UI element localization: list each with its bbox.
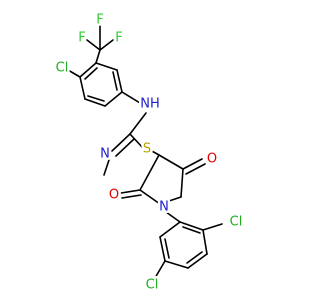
atom-f-top: F: [96, 13, 103, 28]
atom-o-upper: O: [207, 152, 217, 167]
lower-benzene-ring: [159, 221, 208, 269]
cl-bottom-bond: [154, 260, 166, 279]
atom-f-left: F: [78, 31, 85, 46]
atom-cl-upper: Cl: [56, 61, 69, 76]
imine-double-bond: [111, 133, 135, 157]
c-s-bond: [129, 133, 143, 148]
succinimide-ring: [139, 154, 184, 205]
s-ring-bond: [149, 149, 160, 156]
upper-benzene-ring: [79, 62, 123, 107]
n-aryl-bond: [165, 211, 181, 223]
ring-nh-bond: [121, 91, 141, 104]
atom-n-imine: N: [100, 147, 110, 162]
structure-svg: F F F Cl NH S N O N O Cl Cl: [55, 12, 243, 293]
atom-cl-right: Cl: [230, 215, 243, 230]
atom-o-lower: O: [109, 188, 119, 203]
nh-c-bond: [129, 112, 147, 135]
atom-n-ring: N: [159, 200, 169, 215]
cl-right-bond: [202, 223, 223, 231]
carbonyl-upper: [182, 158, 206, 175]
carbonyl-lower: [120, 189, 142, 199]
atom-cl-bottom: Cl: [146, 278, 159, 293]
atom-f-right: F: [115, 31, 122, 46]
cl-upper-bond: [67, 69, 81, 78]
atom-s: S: [143, 142, 151, 157]
n-methyl-bond: [103, 156, 111, 176]
atom-nh: NH: [140, 97, 160, 112]
molecule-diagram: F F F Cl NH S N O N O Cl Cl: [55, 12, 243, 293]
cf3-bonds: [86, 25, 114, 64]
